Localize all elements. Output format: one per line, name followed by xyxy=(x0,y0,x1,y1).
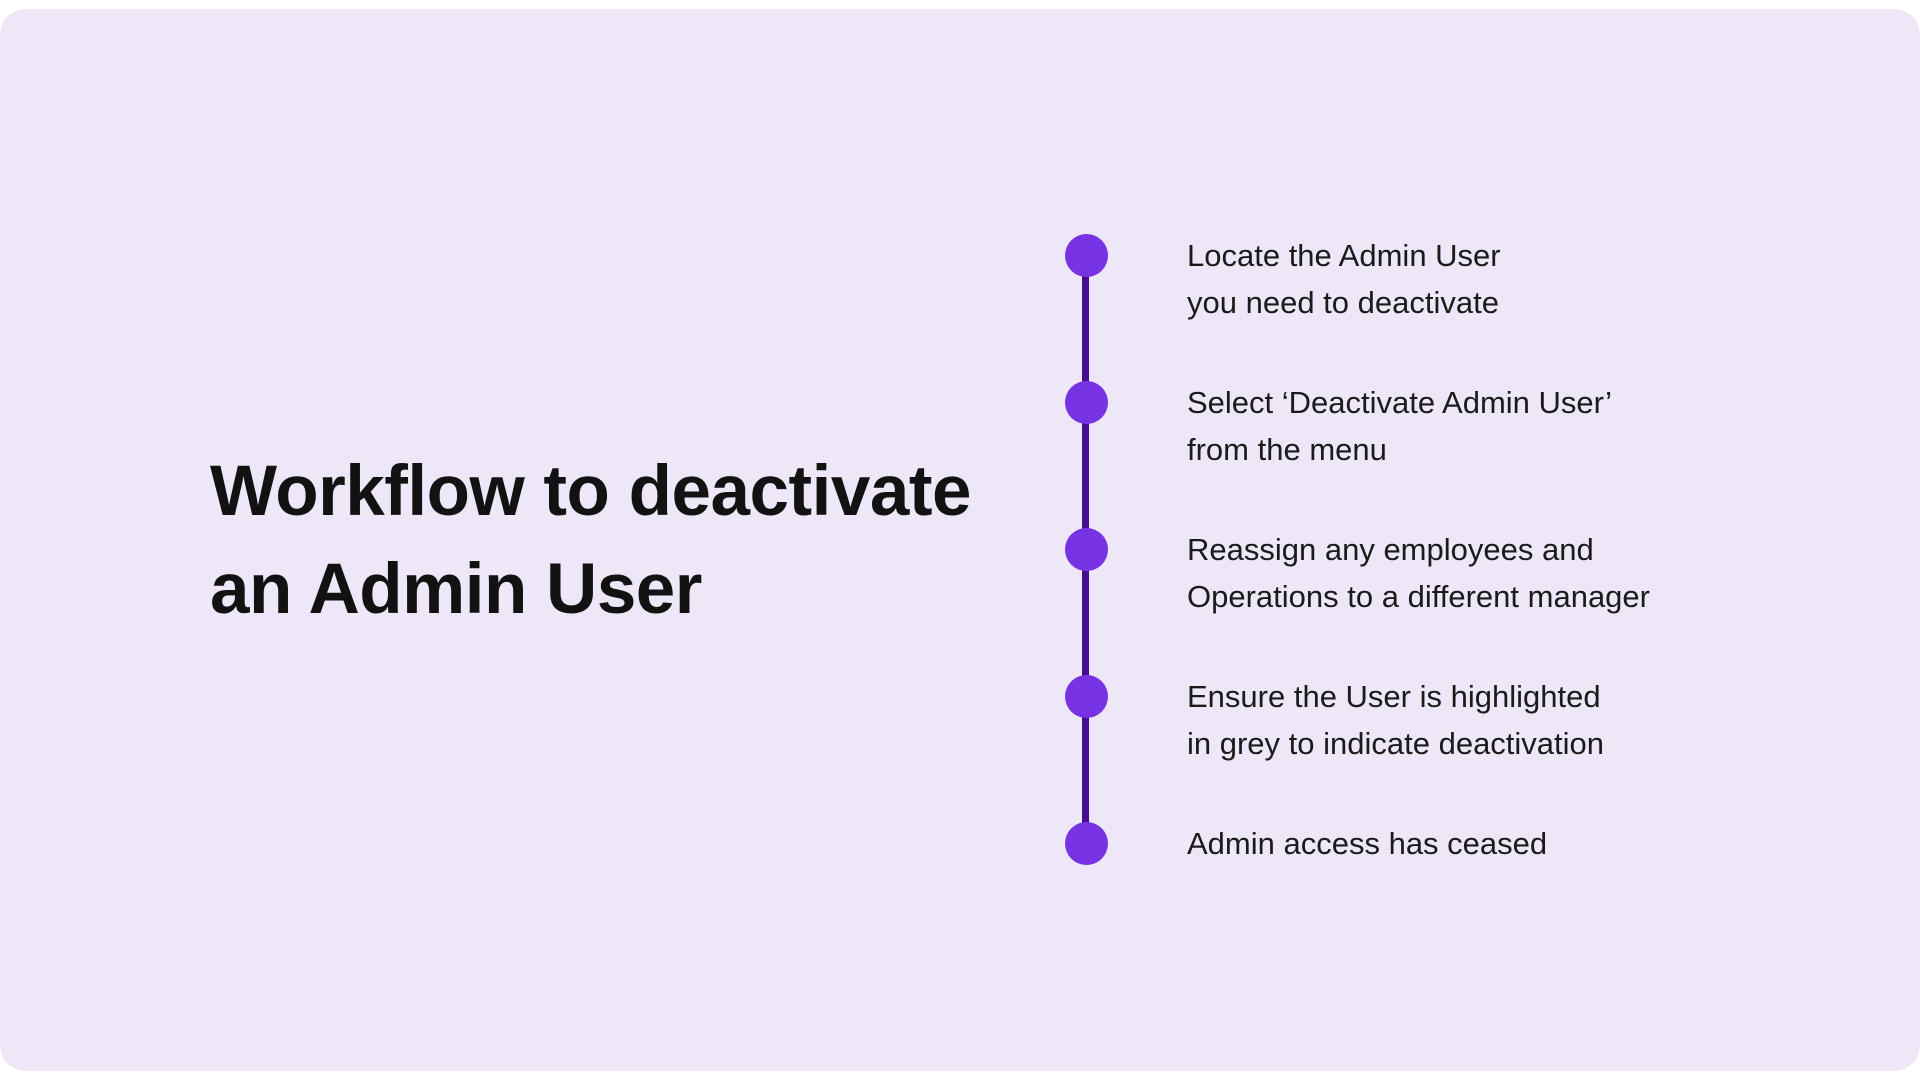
step-1-line-1: Locate the Admin User xyxy=(1187,238,1501,273)
step-3-line-2: Operations to a different manager xyxy=(1187,579,1650,614)
timeline-step-2: Select ‘Deactivate Admin User’ from the … xyxy=(1187,379,1612,473)
page-title: Workflow to deactivate an Admin User xyxy=(210,443,971,639)
page-title-line-2: an Admin User xyxy=(210,550,702,629)
timeline-dot-step-5 xyxy=(1065,822,1108,865)
step-4-line-2: in grey to indicate deactivation xyxy=(1187,726,1605,761)
timeline-dot-step-3 xyxy=(1065,528,1108,571)
timeline-dot-step-1 xyxy=(1065,234,1108,277)
step-3-line-1: Reassign any employees and xyxy=(1187,532,1594,567)
timeline-step-3: Reassign any employees and Operations to… xyxy=(1187,526,1650,620)
page-title-line-1: Workflow to deactivate xyxy=(210,452,971,531)
step-5-line-1: Admin access has ceased xyxy=(1187,826,1548,861)
timeline-dot-step-2 xyxy=(1065,381,1108,424)
timeline-step-4: Ensure the User is highlighted in grey t… xyxy=(1187,673,1604,767)
step-2-line-1: Select ‘Deactivate Admin User’ xyxy=(1187,385,1612,420)
timeline-dot-step-4 xyxy=(1065,675,1108,718)
step-1-line-2: you need to deactivate xyxy=(1187,285,1499,320)
timeline-step-5: Admin access has ceased xyxy=(1187,820,1547,867)
infographic-canvas: Workflow to deactivate an Admin User Loc… xyxy=(0,9,1920,1071)
step-4-line-1: Ensure the User is highlighted xyxy=(1187,679,1601,714)
step-2-line-2: from the menu xyxy=(1187,432,1387,467)
timeline-step-1: Locate the Admin User you need to deacti… xyxy=(1187,232,1501,326)
